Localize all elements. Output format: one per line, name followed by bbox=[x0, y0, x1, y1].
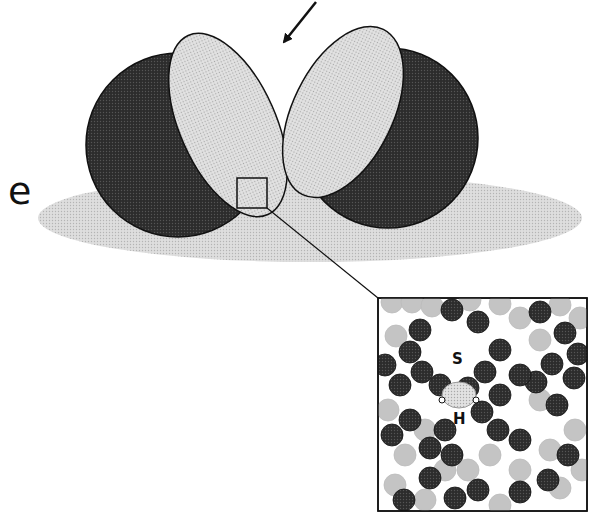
light-molecule bbox=[394, 444, 416, 466]
bond-site bbox=[473, 397, 479, 403]
light-molecule bbox=[414, 489, 436, 511]
dark-molecule bbox=[467, 479, 489, 501]
dark-molecule bbox=[441, 444, 463, 466]
right-cut-face bbox=[258, 7, 429, 216]
dark-molecule bbox=[399, 409, 421, 431]
dark-molecule bbox=[567, 343, 587, 365]
light-molecule bbox=[564, 419, 586, 441]
molecule-label: H bbox=[453, 412, 466, 427]
dark-molecule bbox=[554, 322, 576, 344]
light-molecule bbox=[489, 298, 511, 315]
dark-molecule bbox=[441, 299, 463, 321]
dark-molecule bbox=[411, 361, 433, 383]
light-molecule bbox=[479, 444, 501, 466]
dark-molecule bbox=[471, 401, 493, 423]
light-molecule bbox=[378, 399, 399, 421]
dark-molecule bbox=[509, 429, 531, 451]
inset-box bbox=[378, 298, 587, 511]
dark-molecule bbox=[489, 339, 511, 361]
dark-molecule bbox=[381, 424, 403, 446]
dark-molecule bbox=[467, 311, 489, 333]
zoom-leader bbox=[267, 208, 378, 298]
molecule-chains bbox=[378, 298, 587, 511]
light-molecule bbox=[489, 494, 511, 511]
dark-molecule bbox=[563, 367, 585, 389]
light-molecule bbox=[509, 307, 531, 329]
h-molecule bbox=[442, 382, 476, 408]
dark-molecule bbox=[509, 364, 531, 386]
dark-molecule bbox=[434, 419, 456, 441]
dark-molecule bbox=[444, 487, 466, 509]
dark-molecule bbox=[489, 384, 511, 406]
part-label: e bbox=[8, 172, 31, 210]
light-molecule bbox=[401, 298, 423, 313]
dark-molecule bbox=[557, 444, 579, 466]
dark-molecule bbox=[409, 319, 431, 341]
dark-molecule bbox=[393, 489, 415, 511]
dark-molecule bbox=[509, 481, 531, 503]
light-molecule bbox=[529, 329, 551, 351]
dark-molecule bbox=[378, 354, 396, 376]
direction-arrow bbox=[284, 2, 316, 42]
dark-molecule bbox=[487, 419, 509, 441]
dark-molecule bbox=[529, 301, 551, 323]
dark-molecule bbox=[546, 394, 568, 416]
dark-molecule bbox=[541, 353, 563, 375]
light-molecule bbox=[421, 298, 443, 317]
inset-border bbox=[378, 298, 587, 511]
bond-site bbox=[439, 397, 445, 403]
molecule-label: S bbox=[452, 352, 463, 367]
light-molecule bbox=[509, 459, 531, 481]
light-molecule bbox=[549, 298, 571, 316]
dark-molecule bbox=[389, 374, 411, 396]
dark-molecule bbox=[537, 469, 559, 491]
dark-molecule bbox=[419, 437, 441, 459]
dark-molecule bbox=[474, 361, 496, 383]
dark-molecule bbox=[399, 341, 421, 363]
light-molecule bbox=[381, 298, 403, 313]
zoom-square bbox=[237, 178, 267, 208]
dark-molecule bbox=[419, 467, 441, 489]
